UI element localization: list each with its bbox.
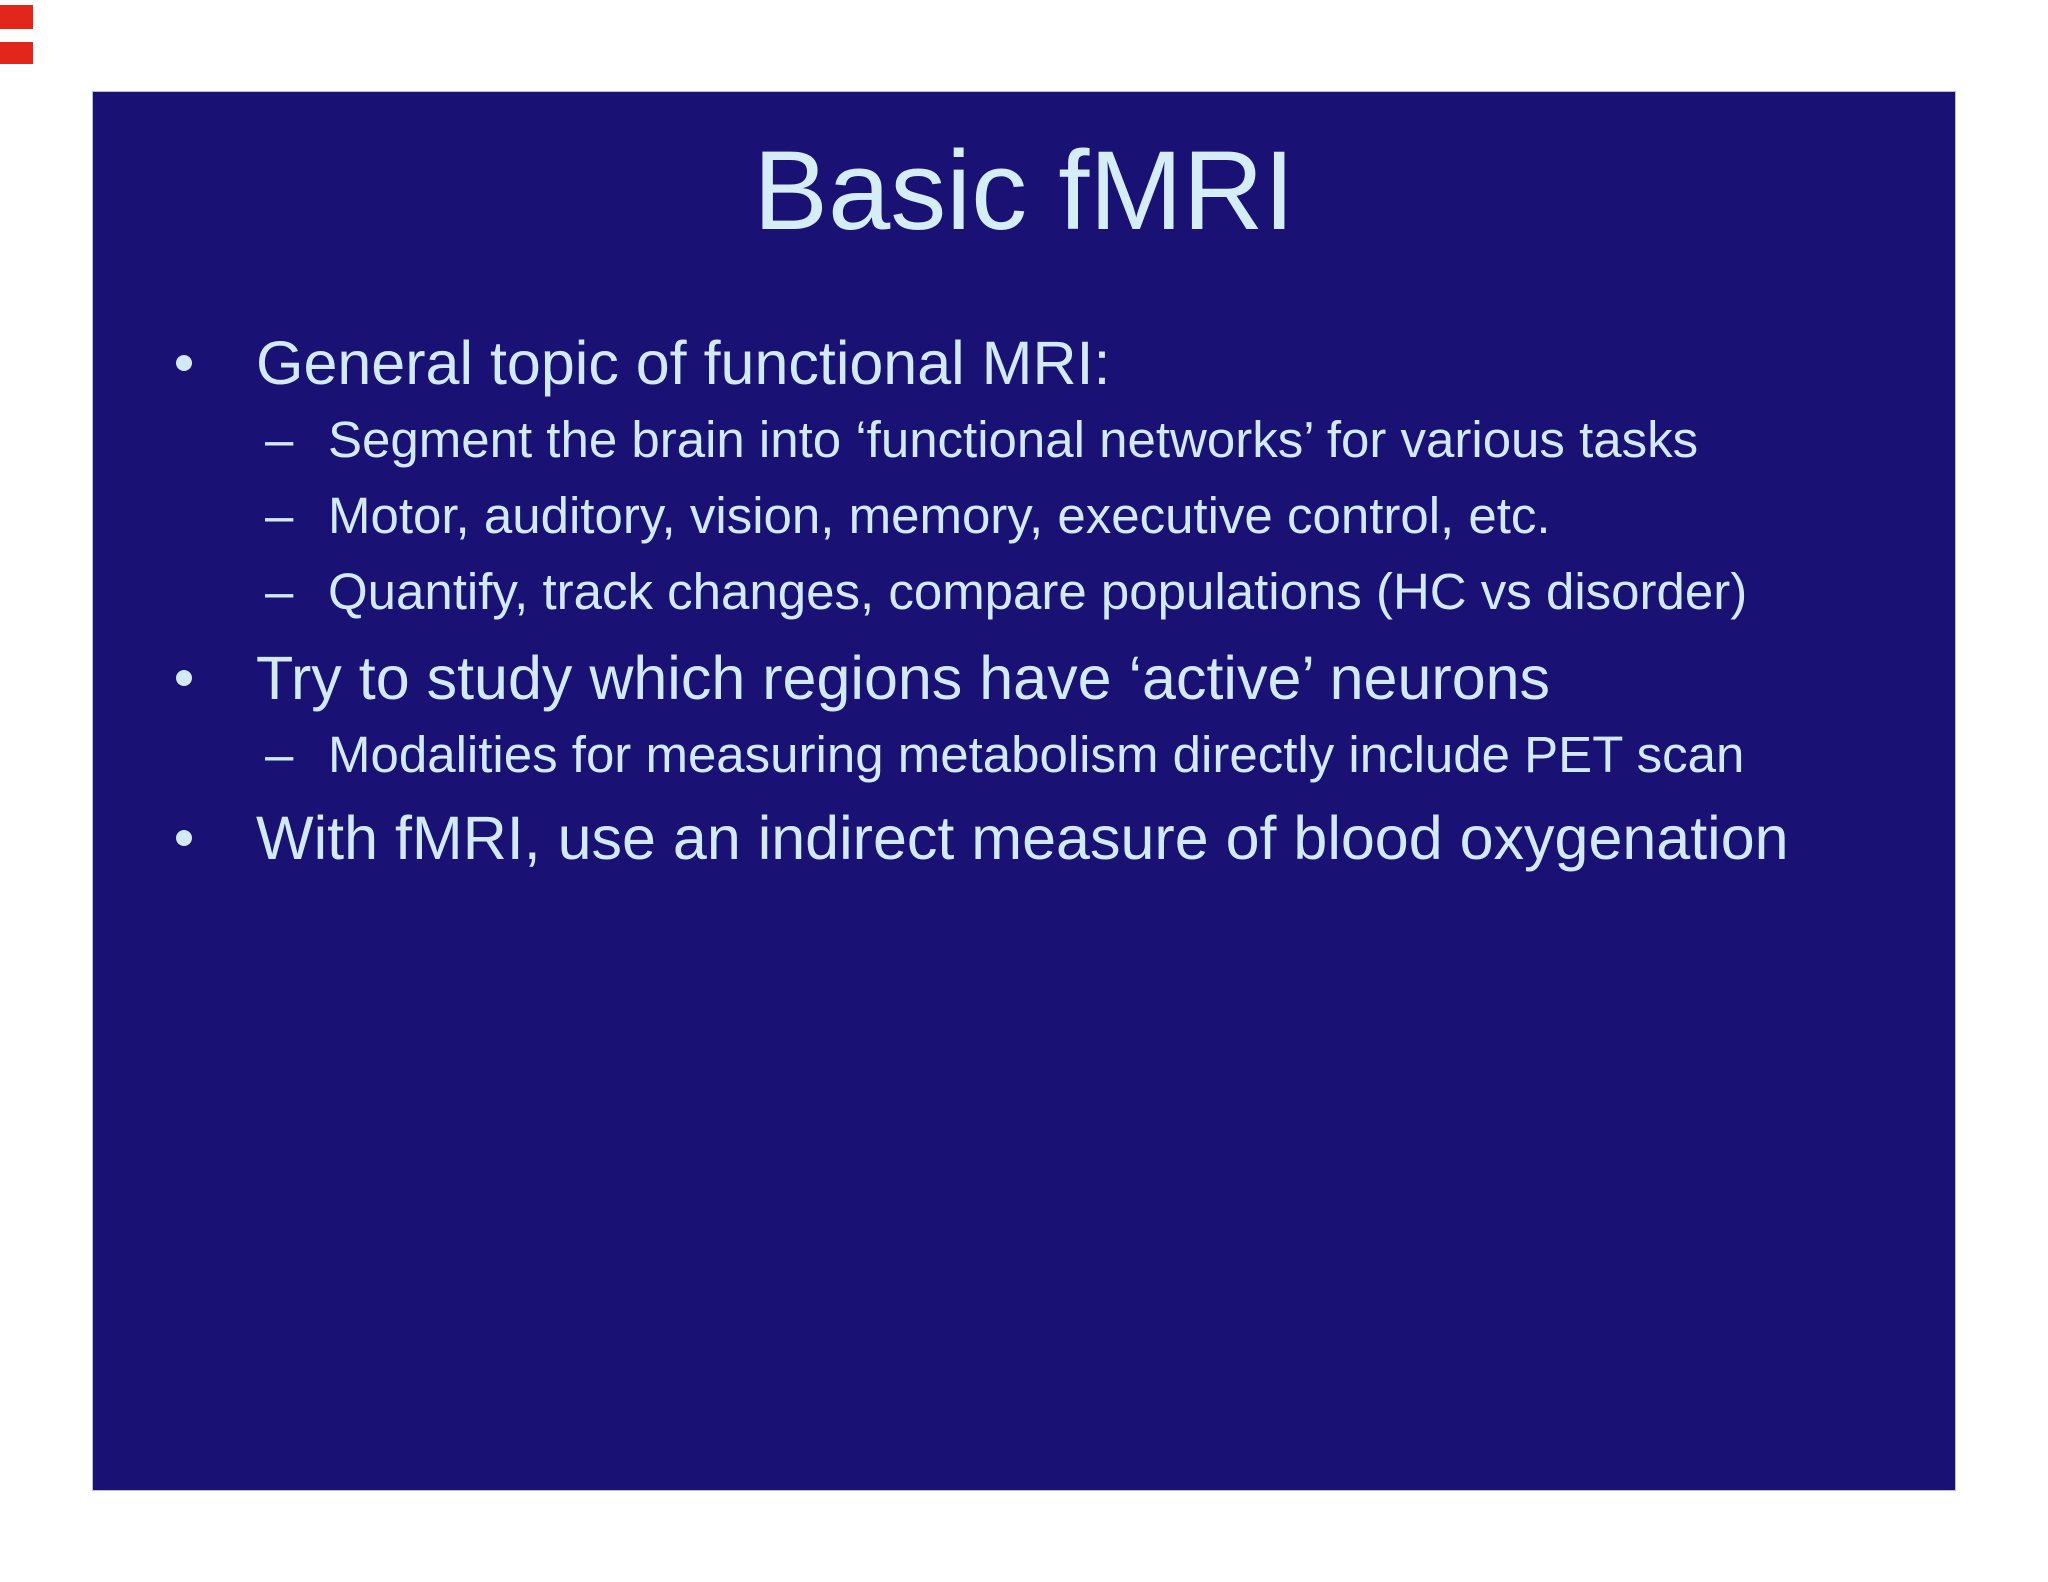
- dash-marker: –: [265, 726, 294, 783]
- dash-marker: –: [265, 487, 294, 544]
- sub-bullet-item: – Modalities for measuring metabolism di…: [93, 729, 1955, 809]
- dash-marker: –: [265, 411, 294, 468]
- sub-bullet-text: Motor, auditory, vision, memory, executi…: [328, 487, 1551, 544]
- sub-bullet-item: – Quantify, track changes, compare popul…: [93, 566, 1955, 646]
- bullet-dot-icon: [176, 355, 192, 371]
- bullet-item: Try to study which regions have ‘active’…: [93, 648, 1955, 728]
- bullet-item: General topic of functional MRI:: [93, 333, 1955, 413]
- bullet-text: General topic of functional MRI:: [256, 329, 1111, 397]
- sub-bullet-text: Segment the brain into ‘functional netwo…: [328, 411, 1699, 468]
- sub-bullet-item: – Motor, auditory, vision, memory, execu…: [93, 490, 1955, 570]
- dash-marker: –: [265, 563, 294, 620]
- red-artifact-mark: [0, 5, 33, 29]
- slide-title: Basic fMRI: [753, 128, 1295, 253]
- bullet-item: With fMRI, use an indirect measure of bl…: [93, 808, 1955, 888]
- bullet-text: Try to study which regions have ‘active’…: [256, 644, 1551, 712]
- bullet-dot-icon: [176, 830, 192, 846]
- bullet-text: With fMRI, use an indirect measure of bl…: [256, 804, 1789, 872]
- sub-bullet-item: – Segment the brain into ‘functional net…: [93, 414, 1955, 494]
- bullet-dot-icon: [176, 670, 192, 686]
- sub-bullet-text: Quantify, track changes, compare populat…: [328, 563, 1748, 620]
- sub-bullet-text: Modalities for measuring metabolism dire…: [328, 726, 1745, 783]
- red-artifact-mark: [0, 42, 33, 64]
- presentation-slide: Basic fMRI General topic of functional M…: [92, 91, 1956, 1491]
